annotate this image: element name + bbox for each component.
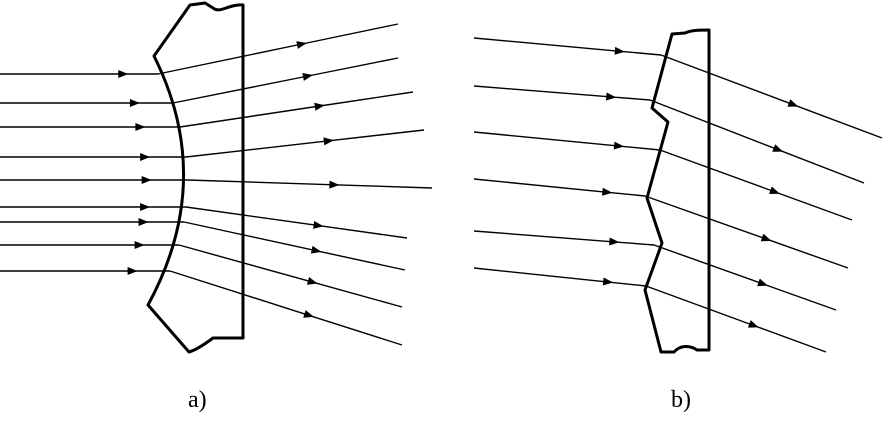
ray-b4-segment	[607, 191, 646, 197]
ray-b6-segment	[473, 267, 614, 286]
ray-a5-segment	[187, 179, 340, 189]
ray-a6-segment	[185, 206, 324, 229]
ray-a1-segment	[301, 23, 399, 45]
ray-b3-segment	[473, 131, 625, 150]
ray-b2-segment	[611, 96, 651, 101]
ray-b4-segment	[473, 178, 613, 196]
ray-a8-segment	[312, 281, 403, 308]
ray-b5-segment	[473, 230, 620, 246]
ray-a4-segment	[185, 137, 334, 158]
ray-b5-segment	[653, 244, 768, 287]
caption-b: b)	[671, 387, 691, 413]
ray-a3-segment	[319, 91, 414, 107]
ray-b3-segment	[659, 149, 780, 195]
ray-b5-segment	[614, 241, 655, 246]
panel-a	[0, 1, 433, 354]
ray-b1-segment	[473, 37, 625, 55]
ray-b6-segment	[608, 281, 647, 287]
caption-a: a)	[188, 387, 207, 413]
ray-a6-segment	[318, 224, 408, 239]
ray-a8-segment	[178, 244, 318, 285]
ray-a2-segment	[172, 73, 313, 104]
ray-b2-segment	[473, 85, 617, 101]
ray-a9-segment	[308, 314, 403, 346]
ray-b3-segment	[774, 191, 853, 221]
ray-b3-segment	[619, 145, 661, 151]
ray-b2-segment	[778, 149, 865, 184]
ray-a7-segment	[316, 250, 406, 271]
concave-lens-a	[146, 1, 245, 354]
ray-b2-segment	[649, 99, 784, 152]
ray-b1-segment	[793, 104, 883, 139]
rays-b	[473, 37, 883, 353]
ray-b6-segment	[753, 324, 827, 353]
ray-a3-segment	[179, 102, 325, 128]
ray-a4-segment	[328, 129, 425, 142]
ray-b5-segment	[762, 283, 837, 311]
ray-b6-segment	[645, 285, 759, 328]
ray-b1-segment	[660, 54, 799, 107]
rays-a	[0, 23, 433, 346]
ray-a9-segment	[169, 270, 314, 318]
ray-a5-segment	[334, 184, 433, 189]
panel-b	[473, 28, 883, 354]
ray-b4-segment	[766, 238, 849, 269]
stepped-prism-b	[643, 28, 711, 354]
ray-a2-segment	[307, 57, 399, 77]
ray-b1-segment	[619, 50, 662, 56]
ray-a1-segment	[157, 41, 307, 75]
ray-b4-segment	[644, 195, 772, 242]
ray-a7-segment	[183, 221, 322, 254]
